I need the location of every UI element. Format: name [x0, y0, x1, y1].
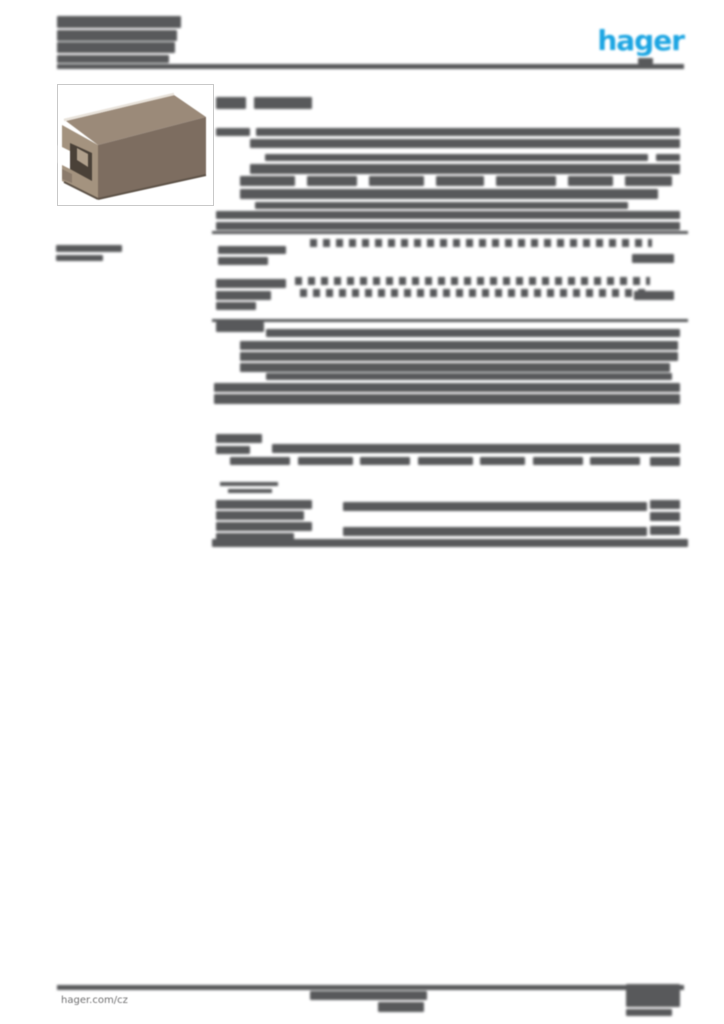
divider-2-bar	[212, 319, 688, 322]
footer-center-text-bar	[310, 991, 427, 1000]
section1-rows-bar	[250, 164, 680, 174]
section3-rows-bar	[240, 363, 670, 372]
section4-rows-bar	[533, 457, 583, 465]
logo-shadow-bar	[638, 58, 653, 64]
section2-labels-bar	[218, 257, 268, 265]
section4-rows-bar	[650, 444, 680, 453]
section2-labels-bar	[216, 302, 256, 310]
footer-rule-bar	[57, 985, 684, 990]
section4-fineprint-bar	[220, 482, 278, 486]
section5-rows-bar	[216, 533, 294, 540]
section4-rows-bar	[360, 457, 410, 465]
section2-labels-bar	[632, 254, 674, 263]
header-title-bar	[57, 30, 177, 41]
section5-rows-bar	[343, 502, 647, 511]
section4-rows-bar	[650, 457, 680, 466]
section1-rows-bar	[250, 139, 680, 148]
section3-rows-bar	[240, 352, 678, 361]
section3-rows-bar	[266, 329, 680, 337]
section3-rows-bar	[216, 322, 264, 332]
section1-heading-bar	[254, 97, 312, 109]
section1-rows-bar	[265, 154, 648, 161]
section2-leaders-bar	[295, 277, 650, 285]
section1-rows-bar	[255, 202, 628, 209]
footer-site-link[interactable]: hager.com/cz	[61, 995, 128, 1006]
header-title-bar	[57, 55, 169, 63]
header-title-bar	[57, 42, 175, 53]
section1-rows-bar	[216, 222, 680, 230]
section2-labels-bar	[218, 246, 286, 254]
section1-rows-bar	[256, 128, 680, 136]
section1-rows-bar	[436, 176, 484, 186]
section3-rows-bar	[240, 341, 678, 350]
section4-rows-bar	[590, 457, 640, 465]
section4-rows-bar	[480, 457, 525, 465]
product-image-box	[57, 84, 214, 206]
section5-rows-bar	[650, 512, 680, 521]
section5-rows-bar	[212, 539, 688, 547]
divider-1-bar	[212, 231, 688, 234]
image-caption-bar	[56, 255, 103, 261]
section1-rows-bar	[496, 176, 556, 186]
section1-rows-bar	[216, 128, 250, 136]
section4-rows-bar	[298, 457, 353, 465]
footer-right-block-bar	[626, 1009, 672, 1016]
section5-rows-bar	[216, 511, 304, 520]
footer-center-text-bar	[378, 1002, 424, 1012]
section3-rows-bar	[214, 383, 680, 392]
section1-rows-bar	[216, 211, 680, 219]
section4-rows-bar	[418, 457, 473, 465]
header-title-bar	[57, 16, 181, 28]
section1-rows-bar	[369, 176, 424, 186]
section1-rows-bar	[240, 189, 658, 199]
section2-labels-bar	[634, 291, 674, 300]
section3-rows-bar	[214, 394, 680, 404]
product-image	[58, 92, 207, 200]
section5-rows-bar	[216, 522, 312, 531]
header-rule-bar	[57, 64, 684, 69]
section4-rows-bar	[272, 444, 680, 453]
section4-rows-bar	[230, 457, 290, 465]
section1-rows-bar	[625, 176, 672, 186]
footer-right-block-bar	[626, 984, 680, 1007]
section5-rows-bar	[650, 526, 680, 535]
section5-rows-bar	[216, 500, 312, 509]
section1-rows-bar	[656, 154, 680, 161]
image-caption-bar	[56, 245, 122, 252]
section2-leaders-bar	[300, 289, 650, 297]
section1-rows-bar	[240, 176, 295, 186]
section4-fineprint-bar	[228, 489, 272, 493]
section1-rows-bar	[568, 176, 613, 186]
section5-rows-bar	[343, 527, 647, 536]
section1-heading-bar	[216, 97, 246, 109]
section2-leaders-bar	[310, 239, 652, 247]
section2-labels-bar	[216, 279, 286, 288]
section4-rows-bar	[216, 446, 250, 454]
hager-logo: hager	[597, 24, 685, 57]
section1-rows-bar	[307, 176, 357, 186]
section4-rows-bar	[216, 434, 262, 443]
section3-rows-bar	[266, 373, 672, 380]
section5-rows-bar	[650, 500, 680, 509]
section2-labels-bar	[216, 291, 271, 300]
